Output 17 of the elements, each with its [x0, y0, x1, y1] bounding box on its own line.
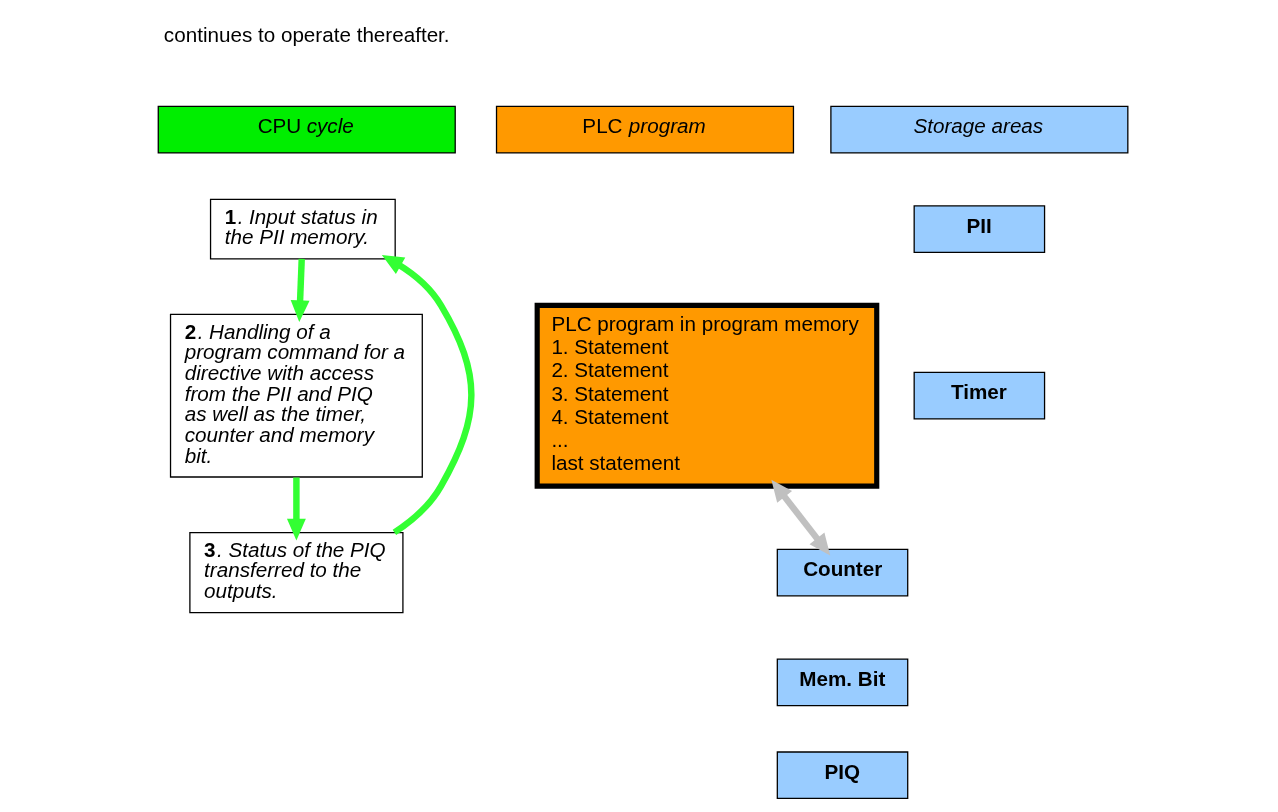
node-box: 1. Input status in the PII memory.	[209, 198, 396, 260]
node-box: PLC program in program memory 1. Statement 2. Statement 3. Statement 4. Statement ... last statement	[534, 302, 879, 489]
arrow	[770, 479, 830, 556]
node-box: PLC program	[495, 105, 794, 154]
node-box: Counter	[776, 548, 908, 597]
node-box: 2. Handling of a program command for a directive with access from the PII and PIQ as well as the timer, counter and memory bit.	[169, 313, 423, 478]
arrow	[290, 258, 310, 323]
arrow	[381, 254, 474, 536]
node-box: PIQ	[776, 751, 908, 800]
node-box: PII	[913, 205, 1045, 253]
label: continues to operate thereafter.	[163, 22, 450, 46]
node-box: Timer	[913, 371, 1045, 420]
node-box: CPU cycle	[157, 105, 456, 154]
node-box: Mem. Bit	[776, 658, 908, 707]
node-box: Storage areas	[829, 105, 1128, 154]
node-box: 3. Status of the PIQ transferred to the outputs.	[188, 531, 404, 614]
arrow	[286, 477, 306, 541]
